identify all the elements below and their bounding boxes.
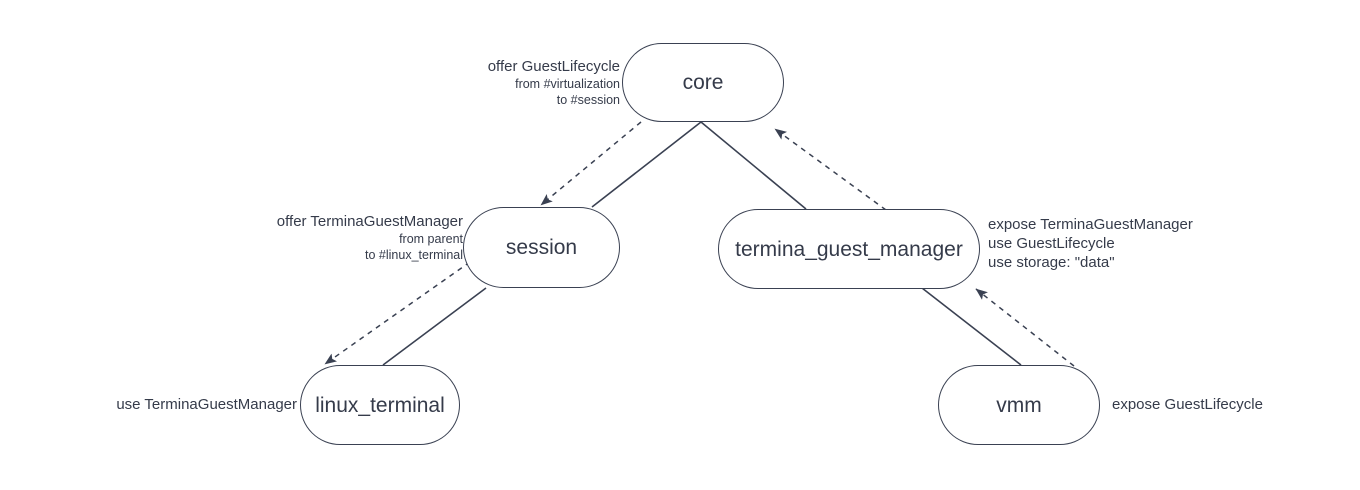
annotation-termina-guest-manager-line-2: use GuestLifecycle bbox=[988, 235, 1115, 253]
annotation-session-line-2: from parent bbox=[399, 232, 463, 247]
node-session[interactable]: session bbox=[463, 207, 620, 288]
node-core-label: core bbox=[682, 71, 724, 94]
annotation-termina-guest-manager-line-1: expose TerminaGuestManager bbox=[988, 216, 1193, 233]
node-linux-terminal-label: linux_terminal bbox=[315, 393, 445, 417]
node-core[interactable]: core bbox=[622, 43, 784, 122]
annotation-termina-guest-manager-line-3: use storage: "data" bbox=[988, 254, 1115, 272]
edge-core-session-dashed bbox=[540, 121, 642, 206]
edge-termina-vmm-solid bbox=[921, 287, 1022, 366]
edge-session-linux-terminal-dashed bbox=[324, 261, 471, 365]
annotation-termina-guest-manager: expose TerminaGuestManager use GuestLife… bbox=[988, 215, 1268, 273]
node-linux-terminal[interactable]: linux_terminal bbox=[300, 365, 460, 445]
node-termina-guest-manager[interactable]: termina_guest_manager bbox=[718, 209, 980, 289]
annotation-vmm: expose GuestLifecycle bbox=[1112, 395, 1332, 414]
edge-core-session-solid bbox=[591, 121, 702, 208]
annotation-session: offer TerminaGuestManager from parent to… bbox=[178, 212, 463, 263]
annotation-core: offer GuestLifecycle from #virtualizatio… bbox=[396, 57, 620, 108]
annotation-linux-terminal: use TerminaGuestManager bbox=[60, 395, 297, 414]
edge-vmm-termina-dashed bbox=[975, 288, 1075, 367]
annotation-core-line-1: offer GuestLifecycle bbox=[487, 58, 620, 75]
node-termina-guest-manager-label: termina_guest_manager bbox=[735, 237, 963, 261]
annotation-core-line-3: to #session bbox=[556, 93, 620, 108]
annotation-core-line-2: from #virtualization bbox=[515, 77, 620, 92]
edge-termina-core-dashed bbox=[774, 128, 887, 211]
edge-core-termina-solid bbox=[700, 121, 807, 210]
annotation-linux-terminal-line-1: use TerminaGuestManager bbox=[116, 396, 297, 413]
annotation-session-line-1: offer TerminaGuestManager bbox=[276, 213, 463, 230]
node-vmm[interactable]: vmm bbox=[938, 365, 1100, 445]
annotation-vmm-line-1: expose GuestLifecycle bbox=[1112, 396, 1263, 413]
node-session-label: session bbox=[505, 236, 578, 259]
annotation-session-line-3: to #linux_terminal bbox=[365, 248, 463, 263]
edge-session-linux-terminal-solid bbox=[382, 287, 487, 366]
node-vmm-label: vmm bbox=[996, 393, 1042, 417]
